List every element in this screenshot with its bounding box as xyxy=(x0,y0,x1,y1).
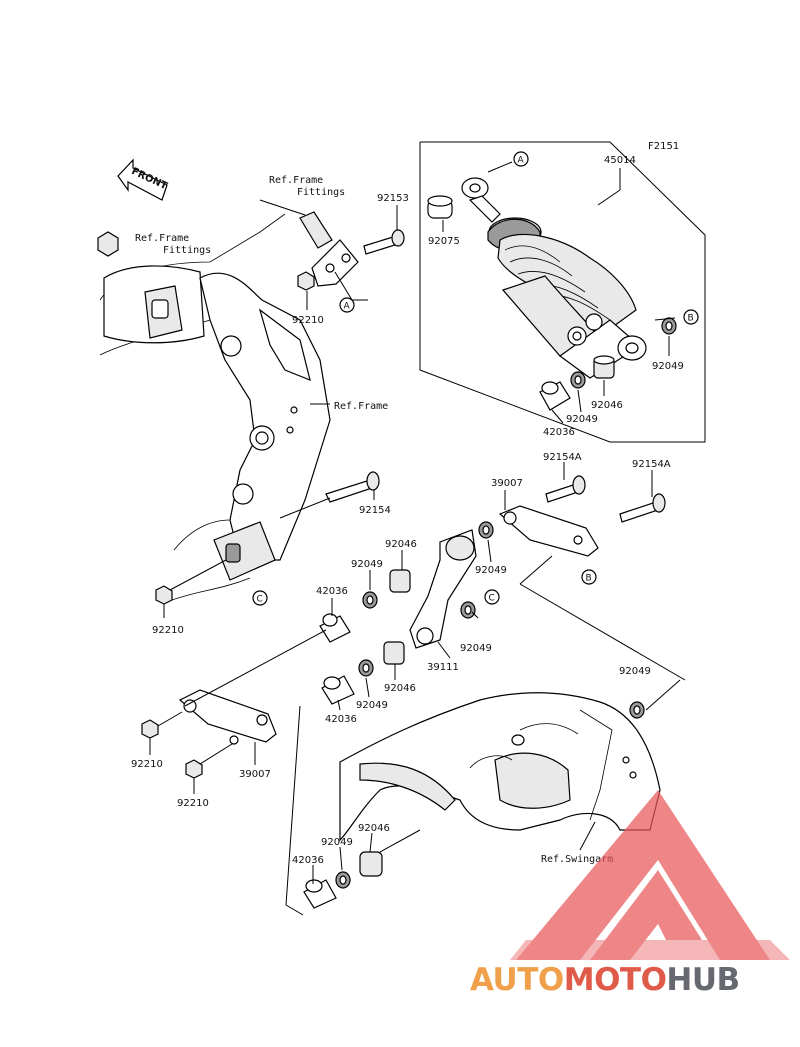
part-label-92210-top: 92210 xyxy=(292,315,324,326)
part-label-92046-shock: 92046 xyxy=(591,400,623,411)
shock-absorber-icon xyxy=(461,177,647,379)
rocker-arm-icon xyxy=(409,529,477,659)
needle-bearing-lower-icon xyxy=(383,641,405,680)
front-arrow-icon: FRONT xyxy=(117,158,169,201)
part-label-92210-frame: 92210 xyxy=(152,625,184,636)
callout-a-top: A xyxy=(513,151,529,167)
oil-seal-right-icon xyxy=(661,317,677,335)
swingarm-icon xyxy=(285,679,681,916)
ref-frame-fittings-top-line2: Fittings xyxy=(297,187,345,198)
bolt-top-icon xyxy=(363,205,405,255)
nut-left-upper-icon xyxy=(141,711,183,755)
logo-text-hub: HUB xyxy=(666,962,740,998)
needle-bearing-shock-icon xyxy=(593,355,615,379)
oil-seal-tierod-icon xyxy=(478,521,494,563)
bolt-a2-icon xyxy=(619,470,666,523)
part-label-92049-shock-right: 92049 xyxy=(652,361,684,372)
callout-b-shock-label: B xyxy=(688,314,694,324)
callout-a-bracket: A xyxy=(339,297,355,313)
nut-top-icon xyxy=(297,271,315,310)
oil-seal-swingarm-right-icon xyxy=(629,701,645,719)
sleeve-upper-icon xyxy=(319,598,351,643)
part-label-39007-left: 39007 xyxy=(239,769,271,780)
sleeve-bottom-icon xyxy=(303,865,337,909)
part-label-45014: 45014 xyxy=(604,155,636,166)
ref-swingarm-label: Ref.Swingarm xyxy=(541,854,613,865)
logo-text-auto: AUTO xyxy=(470,962,564,998)
part-label-92049-swingarm: 92049 xyxy=(619,666,651,677)
callout-c-rocker-label: C xyxy=(489,594,495,604)
part-label-92049-upper: 92049 xyxy=(351,559,383,570)
nut-left-lower-icon xyxy=(185,743,233,794)
callout-c-frame: C xyxy=(252,590,268,606)
part-label-92153: 92153 xyxy=(377,193,409,204)
callout-c-frame-label: C xyxy=(257,595,263,605)
part-label-42036-lower: 42036 xyxy=(325,714,357,725)
ref-frame-fittings-top-line1: Ref.Frame xyxy=(269,175,323,186)
tie-rod-left-icon xyxy=(178,629,327,765)
part-label-92049-rocker: 92049 xyxy=(460,643,492,654)
part-label-92049-bottom: 92049 xyxy=(321,837,353,848)
frame-icon xyxy=(97,213,331,601)
part-label-42036-upper: 42036 xyxy=(316,586,348,597)
sleeve-lower-icon xyxy=(321,675,355,711)
callout-b-tierod-label: B xyxy=(586,574,592,584)
callout-b-shock: B xyxy=(683,309,699,325)
part-label-92046-lower: 92046 xyxy=(384,683,416,694)
part-label-92049-shock: 92049 xyxy=(566,414,598,425)
part-label-92046-bottom: 92046 xyxy=(358,823,390,834)
logo-text-moto: MOTO xyxy=(563,962,667,998)
bolt-a1-icon xyxy=(545,462,586,503)
part-label-92046-upper: 92046 xyxy=(385,539,417,550)
part-label-92210-left-lower: 92210 xyxy=(177,798,209,809)
part-label-42036-bottom: 42036 xyxy=(292,855,324,866)
tie-rod-right-icon xyxy=(498,490,686,681)
bolt-long-icon xyxy=(279,471,380,519)
diagram-code: F2151 xyxy=(648,141,679,152)
bushing-top-icon xyxy=(427,195,453,219)
automotohub-logo-text: AUTOMOTOHUB xyxy=(470,962,800,1002)
sleeve-shock-icon xyxy=(539,381,571,411)
ref-frame-label: Ref.Frame xyxy=(334,401,388,412)
callout-c-rocker: C xyxy=(484,589,500,605)
nut-frame-icon xyxy=(155,559,227,618)
part-label-92049-tierod: 92049 xyxy=(475,565,507,576)
part-label-92210-left-upper: 92210 xyxy=(131,759,163,770)
oil-seal-lower-icon xyxy=(358,659,374,698)
automotohub-logo-icon xyxy=(510,790,790,960)
part-label-92154: 92154 xyxy=(359,505,391,516)
needle-bearing-bottom-icon xyxy=(359,829,421,877)
part-label-92154a-2: 92154A xyxy=(632,459,671,470)
part-label-92154a-1: 92154A xyxy=(543,452,582,463)
part-label-92049-lower: 92049 xyxy=(356,700,388,711)
needle-bearing-upper-icon xyxy=(389,550,411,593)
ref-frame-fittings-left-line2: Fittings xyxy=(163,245,211,256)
callout-b-tierod: B xyxy=(581,569,597,585)
shock-absorber-box xyxy=(419,141,706,443)
callout-a-top-label: A xyxy=(518,156,525,166)
part-label-39111: 39111 xyxy=(427,662,459,673)
oil-seal-upper-icon xyxy=(362,570,378,609)
oil-seal-shock-icon xyxy=(570,371,586,389)
shock-leader-lines xyxy=(442,161,676,424)
oil-seal-bottom-icon xyxy=(335,846,351,889)
oil-seal-rocker-icon xyxy=(460,601,479,619)
ref-frame-fittings-left-line1: Ref.Frame xyxy=(135,233,189,244)
part-label-92075: 92075 xyxy=(428,236,460,247)
callout-a-bracket-label: A xyxy=(344,302,351,312)
part-label-42036-shock: 42036 xyxy=(543,427,575,438)
part-label-39007-right: 39007 xyxy=(491,478,523,489)
frame-fitting-bracket-icon xyxy=(259,199,368,301)
